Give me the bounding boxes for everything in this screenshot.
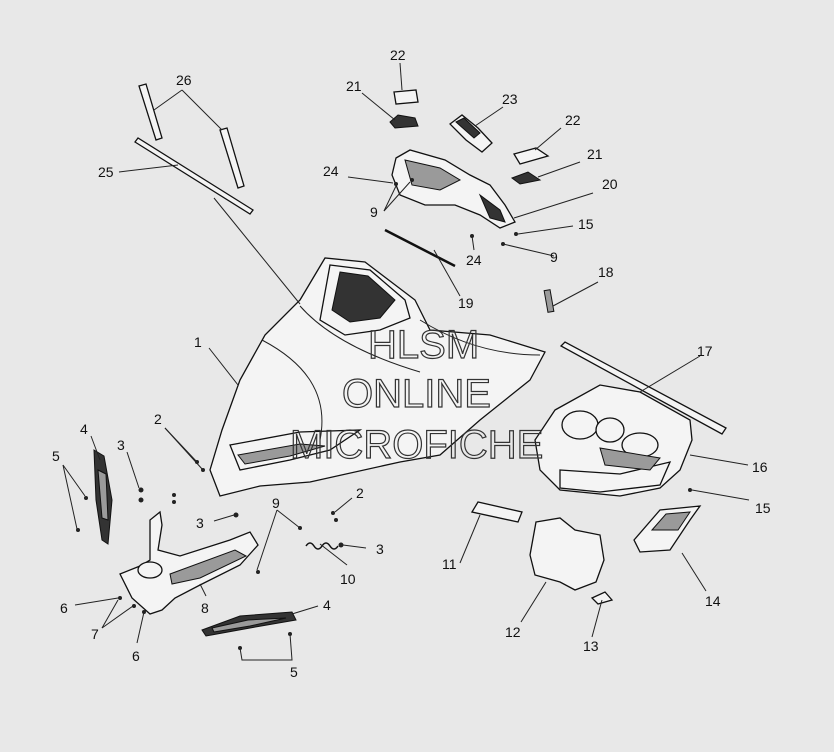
watermark: HLSM ONLINE MICROFICHE [289,322,544,467]
part-17-strip [559,341,727,435]
callout-4: 4 [323,597,331,613]
callout-6: 6 [60,600,68,616]
part-4-grille-left [93,449,113,545]
callout-21: 21 [346,78,362,94]
part-21-bracket-top [389,114,419,129]
part-8-front-bracket [119,510,259,615]
callout-14: 14 [705,593,721,609]
part-22-cap-right [513,147,550,165]
callout-5: 5 [52,448,60,464]
part-11-pad [470,501,523,523]
callout-6: 6 [132,648,140,664]
callout-23: 23 [502,91,518,107]
callout-15: 15 [578,216,594,232]
part-4-grille-bottom [201,611,297,637]
watermark-line-1: HLSM [368,323,479,367]
callout-7: 7 [91,626,99,642]
callout-3: 3 [376,541,384,557]
callout-2: 2 [356,485,364,501]
callout-24: 24 [466,252,482,268]
part-1-hood [209,257,546,497]
callout-13: 13 [583,638,599,654]
parts-layer [76,83,727,650]
callout-20: 20 [602,176,618,192]
part-12-mat [529,517,605,591]
callout-22: 22 [390,47,406,63]
callout-labels: 1 2 2 3 3 3 4 4 5 5 6 6 7 8 9 9 9 10 11 … [52,47,771,680]
callout-16: 16 [752,459,768,475]
part-16-airbox [534,384,693,497]
callout-9: 9 [370,204,378,220]
callout-3: 3 [196,515,204,531]
callout-22: 22 [565,112,581,128]
callout-11: 11 [442,556,457,572]
watermark-line-3: MICROFICHE [290,423,543,467]
callout-1: 1 [194,334,202,350]
callout-17: 17 [697,343,713,359]
part-21-bracket-right [510,171,542,185]
callout-26: 26 [176,72,192,88]
part-25-trim-strip [134,137,254,215]
callout-8: 8 [201,600,209,616]
callout-3: 3 [117,437,125,453]
callout-18: 18 [598,264,614,280]
callout-9: 9 [272,495,280,511]
callout-19: 19 [458,295,474,311]
callout-15: 15 [755,500,771,516]
part-13-pad [590,591,614,605]
callout-5: 5 [290,664,298,680]
callout-21: 21 [587,146,603,162]
part-22-cap-top [393,89,419,105]
watermark-line-2: ONLINE [342,372,491,416]
callout-12: 12 [505,624,521,640]
part-24-gauge-housing [391,149,516,229]
callout-25: 25 [98,164,114,180]
callout-24: 24 [323,163,339,179]
callout-10: 10 [340,571,356,587]
part-14-duct [633,505,702,553]
part-26-trim-strips [138,83,245,189]
part-19-rod [384,228,456,268]
callout-4: 4 [80,421,88,437]
callout-2: 2 [154,411,162,427]
part-18-clip [543,289,555,313]
leader-lines [62,62,750,661]
callout-9: 9 [550,249,558,265]
